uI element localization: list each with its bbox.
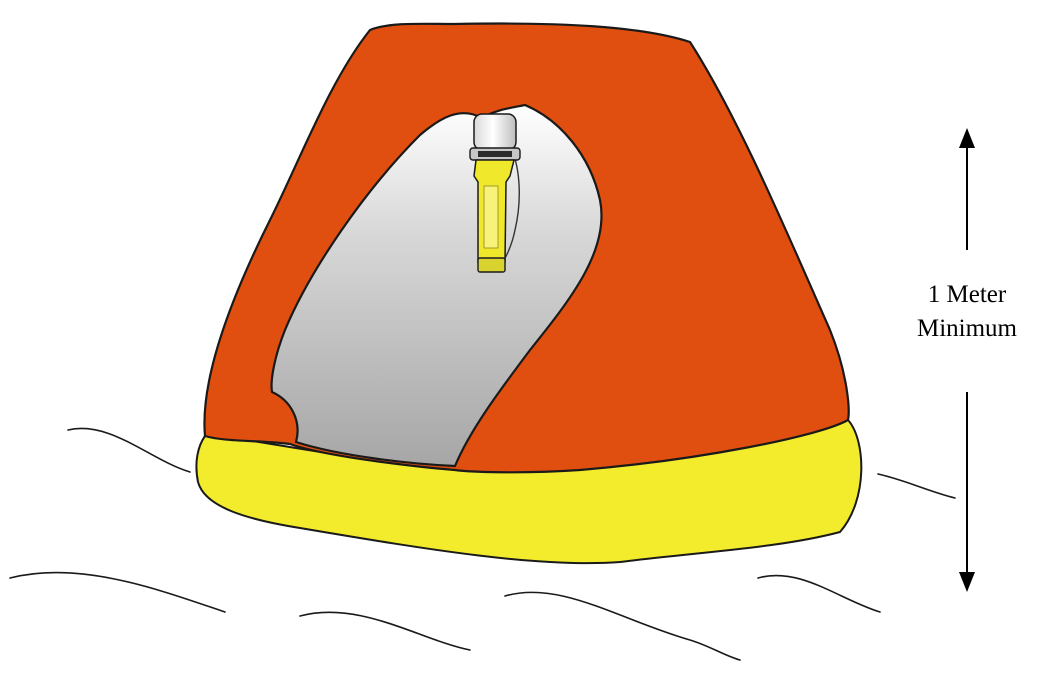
wave-line — [300, 612, 470, 650]
wave-line — [758, 575, 880, 612]
arrow-head-down-icon — [959, 572, 975, 592]
wave-line — [878, 474, 955, 498]
arrow-head-up-icon — [959, 128, 975, 148]
wave-line — [68, 428, 190, 472]
measurement-line-2: Minimum — [894, 312, 1040, 346]
beacon-lamp — [474, 114, 516, 150]
beacon-stripe — [484, 186, 498, 248]
beacon-label — [478, 151, 512, 157]
measurement-line-1: 1 Meter — [894, 278, 1040, 312]
wave-line — [505, 592, 740, 660]
wave-line — [10, 572, 225, 612]
height-measurement-label: 1 Meter Minimum — [894, 278, 1040, 346]
beacon-base — [478, 258, 505, 272]
height-indicator — [959, 128, 975, 592]
